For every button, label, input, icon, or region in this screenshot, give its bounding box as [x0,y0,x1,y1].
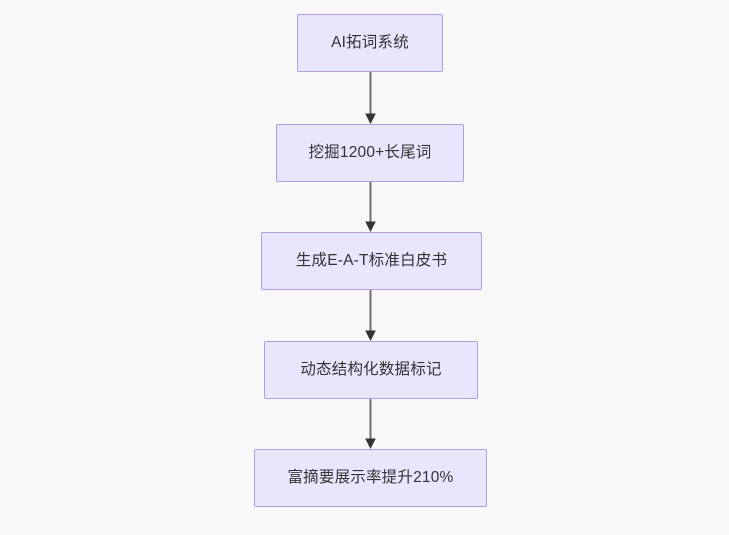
arrowhead-icon [365,330,376,341]
node-label: 动态结构化数据标记 [300,361,442,379]
flowchart-node-rich-snippet-impression-lift[interactable]: 富摘要展示率提升210% [254,449,487,507]
flowchart-node-dynamic-structured-data-markup[interactable]: 动态结构化数据标记 [264,341,478,399]
arrowhead-icon [365,113,376,124]
arrowhead-icon [365,438,376,449]
edge-n4-n5 [365,399,376,449]
flowchart-node-generate-eat-whitepaper[interactable]: 生成E-A-T标准白皮书 [261,232,482,290]
node-label: 富摘要展示率提升210% [287,469,454,487]
node-label: 生成E-A-T标准白皮书 [295,252,448,270]
edge-n2-n3 [365,182,376,232]
flowchart-node-ai-keyword-system[interactable]: AI拓词系统 [297,14,443,72]
flowchart-node-mine-longtail-keywords[interactable]: 挖掘1200+长尾词 [276,124,464,182]
node-label: AI拓词系统 [331,34,409,52]
node-label: 挖掘1200+长尾词 [308,144,432,162]
edge-n3-n4 [365,290,376,341]
edge-n1-n2 [365,72,376,124]
arrowhead-icon [365,221,376,232]
